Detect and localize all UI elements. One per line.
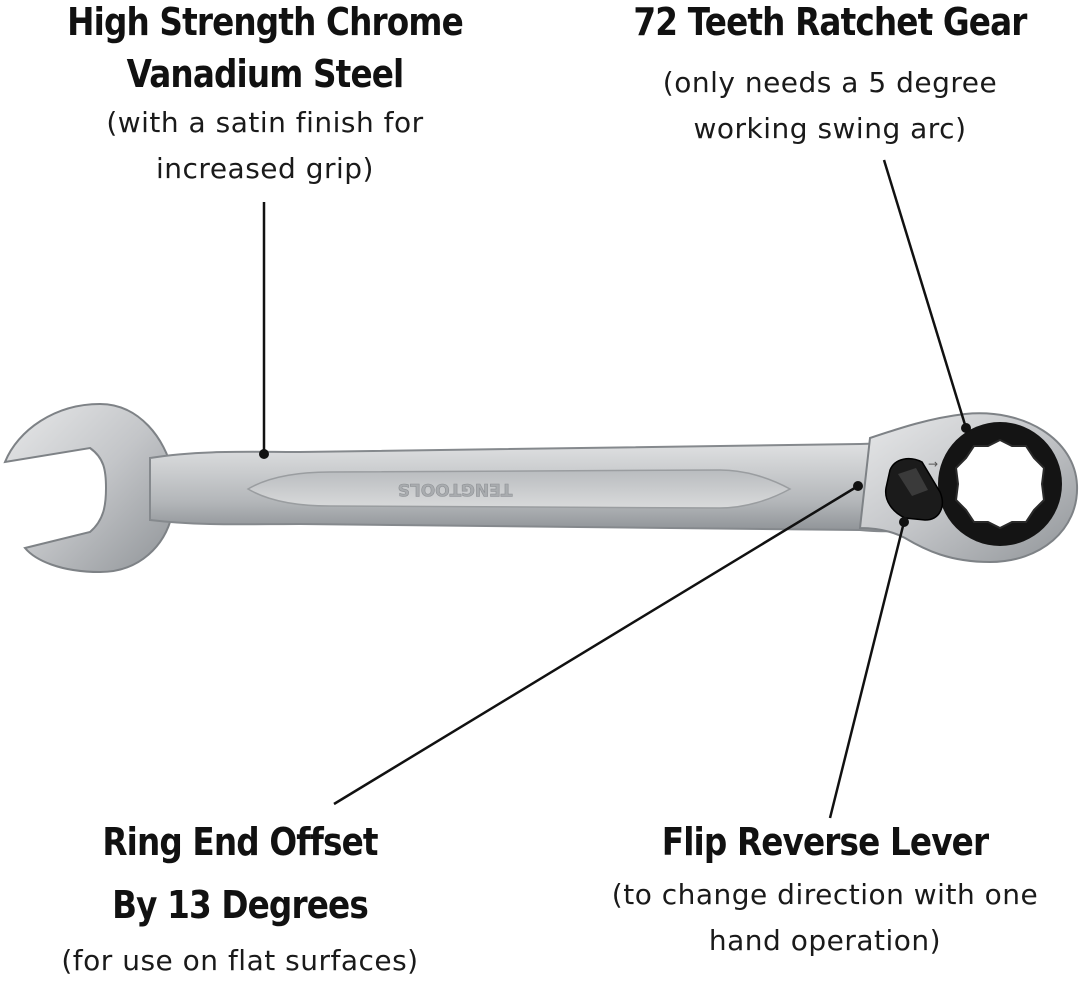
callout-lever-desc-1: (to change direction with one xyxy=(611,878,1039,911)
callout-gear-title-1: 72 Teeth Ratchet Gear xyxy=(633,0,1027,44)
callout-lever-title-1: Flip Reverse Lever xyxy=(661,820,989,864)
callout-gear-desc-1: (only needs a 5 degree xyxy=(662,66,998,99)
direction-arrow-icon: → xyxy=(928,457,938,471)
shaft-flat xyxy=(246,469,792,509)
callout-offset-title-2: By 13 Degrees xyxy=(112,883,369,927)
leader-dot-offset xyxy=(853,481,863,491)
callout-offset-desc-1: (for use on flat surfaces) xyxy=(61,944,419,977)
leader-line-lever xyxy=(828,521,906,819)
callout-steel-title-2: Vanadium Steel xyxy=(126,52,405,96)
callout-steel: High Strength Chrome Vanadium Steel (wit… xyxy=(30,0,500,192)
ratchet-gear-opening xyxy=(954,438,1046,530)
open-end-head xyxy=(3,402,173,574)
lever-highlight xyxy=(898,468,928,496)
callout-offset: Ring End Offset By 13 Degrees (for use o… xyxy=(10,812,470,984)
callout-steel-desc-2: increased grip) xyxy=(156,152,374,185)
leader-line-gear xyxy=(882,159,968,429)
callout-steel-title-1: High Strength Chrome xyxy=(67,0,464,44)
leader-line-offset xyxy=(333,484,859,806)
callout-gear-desc-2: working swing arc) xyxy=(693,112,967,145)
callout-lever: Flip Reverse Lever (to change direction … xyxy=(570,812,1080,964)
leader-dot-gear xyxy=(961,423,971,433)
callout-steel-desc-1: (with a satin finish for xyxy=(106,106,424,139)
callout-lever-desc-2: hand operation) xyxy=(708,924,942,957)
callout-offset-title-1: Ring End Offset xyxy=(102,820,378,864)
brand-engraving: TENGTOOLS xyxy=(398,479,513,499)
leader-dot-steel xyxy=(259,449,269,459)
callout-gear: 72 Teeth Ratchet Gear (only needs a 5 de… xyxy=(600,0,1060,152)
leader-dot-lever xyxy=(899,517,909,527)
